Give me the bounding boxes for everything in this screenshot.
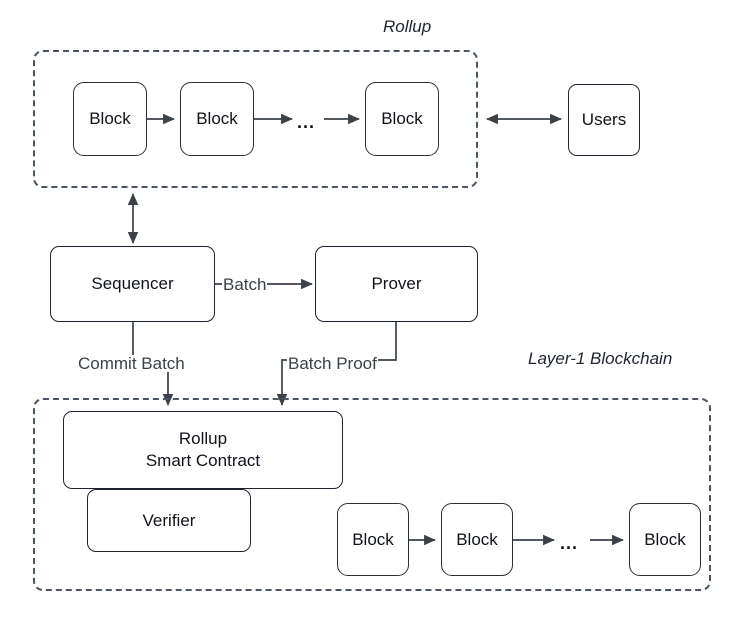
layer1-block-2-label: Block	[456, 529, 498, 549]
layer1-block-1[interactable]: Block	[337, 503, 409, 576]
verifier-node-label: Verifier	[142, 510, 196, 530]
rollup-block-1-label: Block	[89, 109, 131, 129]
sequencer-node[interactable]: Sequencer	[50, 246, 215, 322]
layer1-block-2[interactable]: Block	[441, 503, 513, 576]
group-label-rollup: Rollup	[383, 17, 432, 36]
rollup-smart-contract-node[interactable]: Rollup Smart Contract	[63, 411, 343, 489]
rollup-smart-contract-line-1: Rollup	[178, 429, 228, 449]
users-node-label: Users	[581, 110, 627, 130]
prover-node-label: Prover	[371, 274, 422, 294]
group-box-layer1	[33, 398, 711, 591]
users-node[interactable]: Users	[568, 84, 640, 156]
prover-node[interactable]: Prover	[315, 246, 478, 322]
edge-label-batch-proof: Batch Proof	[287, 354, 378, 373]
rollup-block-2[interactable]: Block	[180, 82, 254, 156]
layer1-chain-ellipsis: ...	[560, 533, 579, 553]
layer1-block-1-label: Block	[352, 529, 394, 549]
rollup-block-1[interactable]: Block	[73, 82, 147, 156]
layer1-block-3[interactable]: Block	[629, 503, 701, 576]
edge-label-batch: Batch	[222, 275, 268, 294]
layer1-block-3-label: Block	[644, 529, 686, 549]
group-box-rollup	[33, 50, 478, 188]
verifier-node[interactable]: Verifier	[87, 489, 251, 552]
rollup-block-3-label: Block	[381, 109, 423, 129]
rollup-block-3[interactable]: Block	[365, 82, 439, 156]
rollup-smart-contract-line-2: Smart Contract	[145, 451, 261, 470]
rollup-chain-ellipsis: ...	[297, 112, 316, 132]
edge-label-commit-batch: Commit Batch	[77, 354, 186, 373]
rollup-block-2-label: Block	[196, 109, 238, 129]
group-label-layer1: Layer-1 Blockchain	[528, 349, 673, 368]
sequencer-node-label: Sequencer	[91, 274, 174, 294]
